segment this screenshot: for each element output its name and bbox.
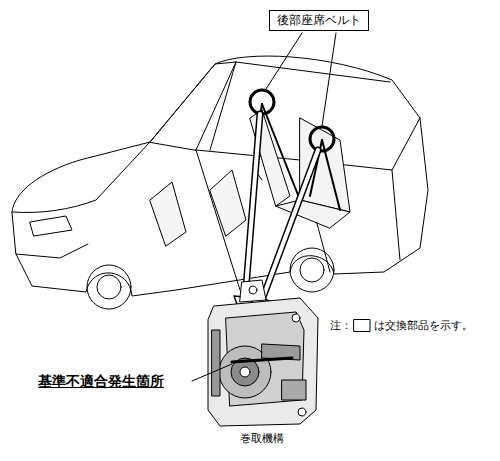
part-name: 後部座席ベルト xyxy=(277,13,361,28)
label-box: 後部座席ベルト xyxy=(269,10,369,31)
note-label: は交換部品を示す。 xyxy=(374,318,473,333)
figure-caption: 巻取機構 xyxy=(240,431,284,446)
note-label: 注： xyxy=(330,318,352,333)
defect-location-label: 基準不適合発生箇所 xyxy=(38,373,164,391)
